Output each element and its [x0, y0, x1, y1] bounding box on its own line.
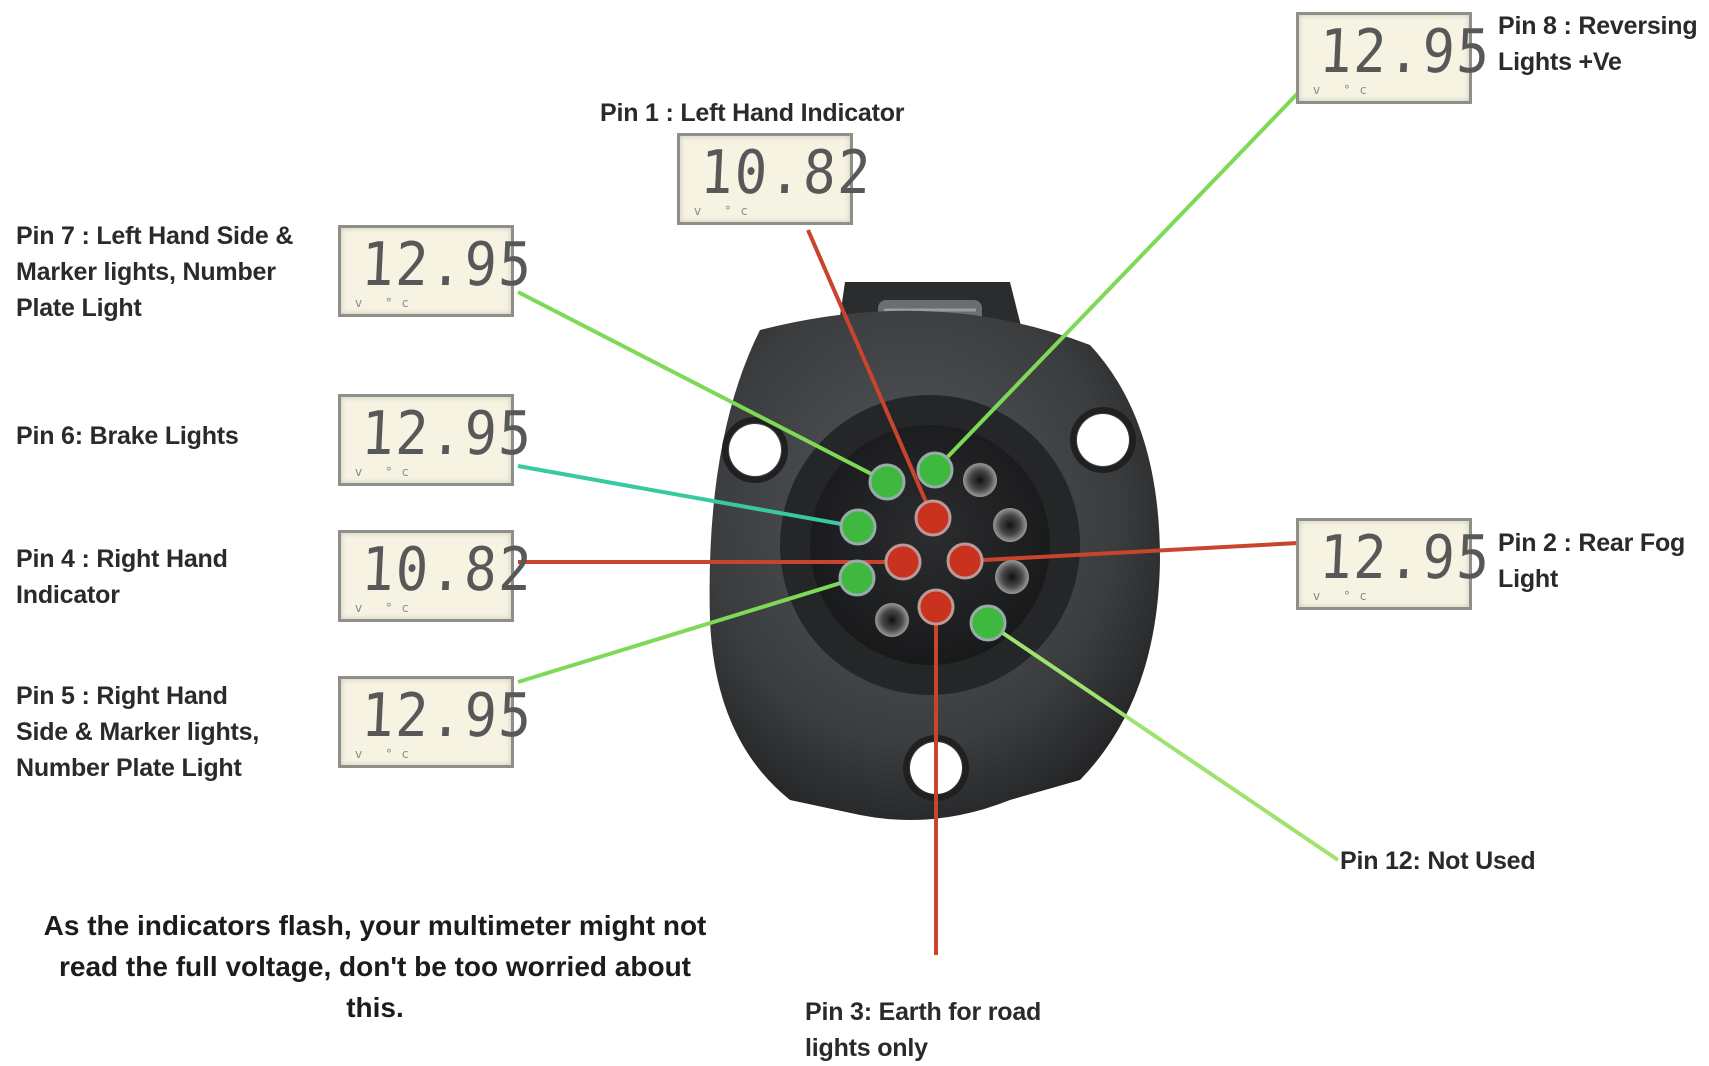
mounting-hole-right [1077, 414, 1129, 466]
pins [838, 451, 1029, 642]
pin3-label: Pin 3: Earth for road lights only [805, 998, 1042, 1062]
lcd-pin2: 12.95 v °c [1296, 518, 1493, 610]
pin12-label: Pin 12: Not Used [1340, 847, 1536, 875]
lcd-reading: 10.82 [698, 138, 874, 208]
pin4-contact [884, 543, 922, 581]
pin-contact-unused [993, 508, 1027, 542]
pin2-contact [946, 542, 984, 580]
lcd-reading: 12.95 [1317, 523, 1493, 593]
lcd-reading: 12.95 [1317, 17, 1493, 87]
pin8-contact [916, 451, 954, 489]
pin-contact-unused [995, 560, 1029, 594]
pin8-label: Pin 8 : Reversing Lights +Ve [1498, 12, 1698, 76]
pin3-contact [917, 588, 955, 626]
pin12-contact [969, 604, 1007, 642]
leader-pin6 [517, 464, 859, 529]
lcd-unit-marks: v °c [1313, 83, 1377, 97]
lcd-reading: 12.95 [359, 230, 535, 300]
lcd-unit-marks: v °c [355, 747, 419, 761]
lcd-pin1: 10.82 v °c [677, 133, 874, 225]
pin6-label: Pin 6: Brake Lights [16, 422, 239, 450]
pin7-label: Pin 7 : Left Hand Side & Marker lights, … [16, 222, 294, 322]
leader-pin7 [517, 290, 888, 484]
pin7-contact [868, 463, 906, 501]
pin-contact-unused [875, 603, 909, 637]
lcd-unit-marks: v °c [694, 204, 758, 218]
pin6-contact [839, 508, 877, 546]
lcd-pin5: 12.95 v °c [338, 676, 535, 768]
indicator-note: As the indicators flash, your multimeter… [43, 910, 707, 1023]
lcd-pin4: 10.82 v °c [338, 530, 535, 622]
leader-pin2 [964, 541, 1299, 563]
lcd-unit-marks: v °c [355, 465, 419, 479]
pin2-label: Pin 2 : Rear Fog Light [1498, 529, 1686, 593]
pin4-label: Pin 4 : Right Hand Indicator [16, 545, 228, 609]
leader-pin12 [986, 621, 1340, 862]
leader-pin1 [806, 229, 935, 519]
pin1-contact [914, 499, 952, 537]
pin5-contact [838, 559, 876, 597]
pin1-label: Pin 1 : Left Hand Indicator [600, 99, 905, 127]
mounting-hole-left [729, 424, 781, 476]
lcd-pin7: 12.95 v °c [338, 225, 535, 317]
lcd-reading: 12.95 [359, 399, 535, 469]
leader-pin5 [517, 576, 858, 684]
lcd-reading: 10.82 [359, 535, 535, 605]
pin-contact-unused [963, 463, 997, 497]
lcd-unit-marks: v °c [355, 296, 419, 310]
lcd-unit-marks: v °c [355, 601, 419, 615]
pin5-label: Pin 5 : Right Hand Side & Marker lights,… [16, 682, 260, 782]
leader-pin8 [933, 91, 1300, 472]
lcd-pin8: 12.95 v °c [1296, 12, 1493, 104]
lcd-unit-marks: v °c [1313, 589, 1377, 603]
lcd-reading: 12.95 [359, 681, 535, 751]
lcd-pin6: 12.95 v °c [338, 394, 535, 486]
leader-lines [517, 91, 1340, 955]
